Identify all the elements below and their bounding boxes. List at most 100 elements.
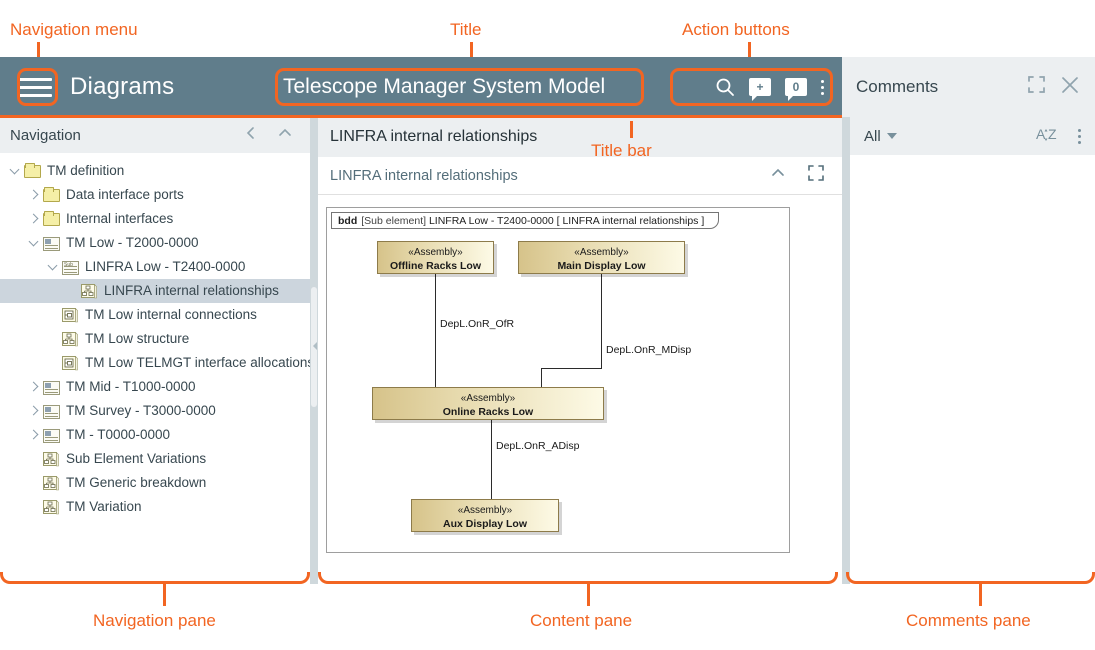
comments-toolbar: All A Z bbox=[850, 117, 1095, 155]
bdd-diagram-icon bbox=[43, 451, 60, 467]
chevron-right-icon[interactable] bbox=[27, 404, 41, 418]
tree-item-label: TM Generic breakdown bbox=[66, 475, 207, 491]
diagram-canvas[interactable]: bdd [Sub element] LINFRA Low - T2400-000… bbox=[318, 195, 842, 553]
add-comment-bubble: + bbox=[749, 78, 771, 101]
annotation-leader-content-pane bbox=[587, 584, 590, 606]
chevron-up-icon[interactable] bbox=[770, 165, 786, 186]
tree-item-tm-generic-breakdown[interactable]: TM Generic breakdown bbox=[0, 471, 310, 495]
diagram-frame-header: bdd [Sub element] LINFRA Low - T2400-000… bbox=[331, 212, 720, 229]
content-pane: LINFRA internal relationships LINFRA int… bbox=[318, 117, 842, 584]
tree-item-tm-mid-t1000-0000[interactable]: TM Mid - T1000-0000 bbox=[0, 375, 310, 399]
frame-kind: bdd bbox=[338, 214, 358, 227]
tree-item-label: TM Low - T2000-0000 bbox=[66, 235, 199, 251]
tree-item-linfra-low-t2400-0000[interactable]: LINFRA Low - T2400-0000 bbox=[0, 255, 310, 279]
block-main-display-low[interactable]: «Assembly» Main Display Low bbox=[518, 241, 685, 274]
close-icon[interactable] bbox=[1061, 76, 1079, 99]
annotation-navigation-menu: Navigation menu bbox=[10, 20, 138, 39]
annotation-leader-nav-menu bbox=[37, 42, 40, 58]
document-title[interactable]: Telescope Manager System Model bbox=[283, 75, 606, 98]
chevron-right-icon[interactable] bbox=[27, 380, 41, 394]
twisty-spacer bbox=[27, 452, 41, 466]
connection-label-onr-adisp: DepL.OnR_ADisp bbox=[496, 440, 580, 452]
tree-item-tm-low-internal-connections[interactable]: TM Low internal connections bbox=[0, 303, 310, 327]
block-offline-racks-low[interactable]: «Assembly» Offline Racks Low bbox=[377, 241, 494, 274]
tree-item-label: TM Low internal connections bbox=[85, 307, 257, 323]
navigation-collapse-handle[interactable] bbox=[311, 287, 317, 407]
block-name: Online Racks Low bbox=[442, 406, 534, 418]
block-icon bbox=[43, 404, 60, 419]
tree-item-tm-t0000-0000[interactable]: TM - T0000-0000 bbox=[0, 423, 310, 447]
block-name: Offline Racks Low bbox=[389, 260, 482, 272]
chevron-down-icon[interactable] bbox=[46, 260, 60, 274]
more-options-icon[interactable] bbox=[1078, 128, 1081, 144]
tree-item-data-interface-ports[interactable]: Data interface ports bbox=[0, 183, 310, 207]
svg-text:A: A bbox=[1036, 126, 1046, 142]
block-aux-display-low[interactable]: «Assembly» Aux Display Low bbox=[411, 499, 559, 532]
tab-linfra-internal-relationships[interactable]: LINFRA internal relationships bbox=[330, 128, 538, 145]
hamburger-icon[interactable] bbox=[18, 73, 52, 101]
tree-item-label: TM definition bbox=[47, 163, 125, 179]
expand-icon[interactable] bbox=[1028, 76, 1045, 98]
chevron-right-icon[interactable] bbox=[27, 188, 41, 202]
connection-line-onr-adisp bbox=[491, 420, 493, 499]
more-options-icon[interactable] bbox=[821, 79, 824, 95]
chevron-left-icon[interactable] bbox=[244, 126, 258, 145]
navigation-header: Navigation bbox=[0, 117, 310, 153]
block-stereotype: «Assembly» bbox=[457, 505, 513, 516]
tree-item-label: LINFRA Low - T2400-0000 bbox=[85, 259, 246, 275]
comment-count-icon[interactable]: 0 bbox=[785, 78, 807, 101]
chevron-down-icon[interactable] bbox=[8, 164, 22, 178]
sort-az-icon[interactable]: A Z bbox=[1036, 125, 1060, 148]
tree-item-internal-interfaces[interactable]: Internal interfaces bbox=[0, 207, 310, 231]
tree-item-tm-low-telmgt-interface-allocations[interactable]: TM Low TELMGT interface allocations bbox=[0, 351, 314, 375]
chevron-up-icon[interactable] bbox=[278, 126, 292, 145]
comments-pane: All A Z bbox=[850, 117, 1095, 584]
expand-icon[interactable] bbox=[808, 165, 824, 186]
tree-item-label: Data interface ports bbox=[66, 187, 184, 203]
connection-label-onr-ofr: DepL.OnR_OfR bbox=[440, 318, 515, 330]
chevron-down-icon[interactable] bbox=[27, 236, 41, 250]
subelement-icon bbox=[62, 260, 79, 275]
block-online-racks-low[interactable]: «Assembly» Online Racks Low bbox=[372, 387, 604, 420]
tree-item-tm-definition[interactable]: TM definition bbox=[0, 159, 310, 183]
svg-text:Z: Z bbox=[1048, 126, 1057, 142]
comments-filter-dropdown[interactable]: All bbox=[864, 128, 897, 145]
content-tab-bar: LINFRA internal relationships bbox=[318, 117, 842, 157]
folder-icon bbox=[24, 163, 41, 178]
twisty-spacer bbox=[27, 500, 41, 514]
navigation-splitter[interactable] bbox=[310, 117, 318, 584]
annotation-title: Title bbox=[450, 20, 482, 39]
folder-icon bbox=[43, 211, 60, 226]
tree-item-label: TM Variation bbox=[66, 499, 142, 515]
chevron-right-icon[interactable] bbox=[27, 212, 41, 226]
annotation-leader-title-bar bbox=[630, 121, 633, 138]
add-comment-icon[interactable]: + bbox=[749, 78, 771, 101]
search-icon[interactable] bbox=[715, 77, 735, 97]
connection-line-onr-mdisp-v2 bbox=[541, 368, 543, 387]
frame-scope: [Sub element] bbox=[361, 214, 427, 227]
tree-item-tm-variation[interactable]: TM Variation bbox=[0, 495, 310, 519]
navigation-title: Navigation bbox=[10, 126, 81, 144]
app-title: Diagrams bbox=[70, 73, 175, 100]
twisty-spacer bbox=[46, 308, 60, 322]
diagram-section-title: LINFRA internal relationships bbox=[330, 167, 518, 184]
tree-item-tm-low-t2000-0000[interactable]: TM Low - T2000-0000 bbox=[0, 231, 310, 255]
tree-item-label: TM Low structure bbox=[85, 331, 190, 347]
comments-splitter[interactable] bbox=[842, 117, 850, 584]
chevron-down-icon bbox=[886, 133, 897, 139]
frame-element: LINFRA Low - T2400-0000 bbox=[428, 214, 554, 227]
tree-item-sub-element-variations[interactable]: Sub Element Variations bbox=[0, 447, 310, 471]
tree-item-label: Internal interfaces bbox=[66, 211, 174, 227]
comment-count-bubble: 0 bbox=[785, 78, 807, 101]
diagram-section-header: LINFRA internal relationships bbox=[318, 157, 842, 195]
bdd-diagram-icon bbox=[43, 475, 60, 491]
tree-item-tm-survey-t3000-0000[interactable]: TM Survey - T3000-0000 bbox=[0, 399, 310, 423]
comments-filter-label: All bbox=[864, 127, 881, 145]
tree-item-tm-low-structure[interactable]: TM Low structure bbox=[0, 327, 310, 351]
tree-item-linfra-internal-relationships[interactable]: LINFRA internal relationships bbox=[0, 279, 310, 303]
block-icon bbox=[43, 428, 60, 443]
chevron-right-icon[interactable] bbox=[27, 428, 41, 442]
bdd-diagram-icon bbox=[43, 499, 60, 515]
